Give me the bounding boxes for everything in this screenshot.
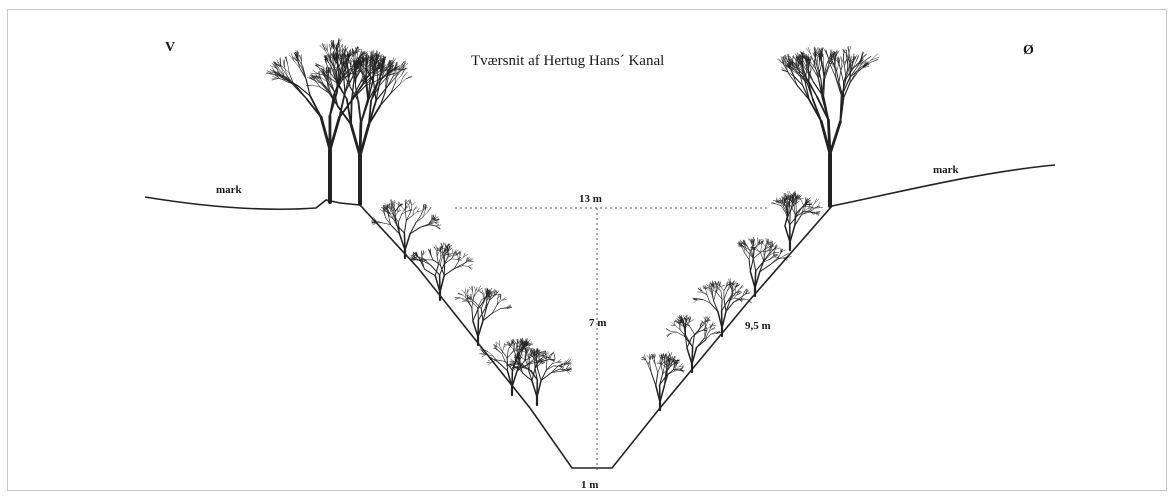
slope-length-label: 9,5 m: [745, 320, 771, 332]
width-bottom-label: 1 m: [581, 479, 599, 491]
bush-tree-icon: [454, 285, 512, 347]
bush-tree-icon: [736, 236, 792, 298]
bush-tree-icon: [665, 314, 721, 374]
bush-tree-icon: [771, 190, 824, 252]
bush-tree-icon: [692, 278, 752, 338]
field-label-left: mark: [216, 184, 242, 196]
depth-label: 7 m: [589, 317, 607, 329]
tree-illustrations: [265, 37, 880, 412]
direction-east-label: Ø: [1023, 43, 1034, 58]
direction-west-label: V: [165, 40, 176, 55]
ground-profile: [144, 164, 1056, 469]
diagram-frame: [7, 9, 1167, 491]
tall-tree-icon: [265, 37, 396, 204]
tall-tree-icon: [306, 48, 413, 206]
bush-tree-icon: [371, 199, 442, 260]
bush-tree-icon: [409, 242, 474, 302]
field-label-right: mark: [933, 164, 959, 176]
width-top-label: 13 m: [579, 193, 602, 205]
bush-tree-icon: [506, 346, 573, 407]
diagram-title: Tværsnit af Hertug Hans´ Kanal: [471, 53, 665, 69]
tall-tree-icon: [777, 45, 880, 208]
bush-tree-icon: [640, 351, 685, 412]
